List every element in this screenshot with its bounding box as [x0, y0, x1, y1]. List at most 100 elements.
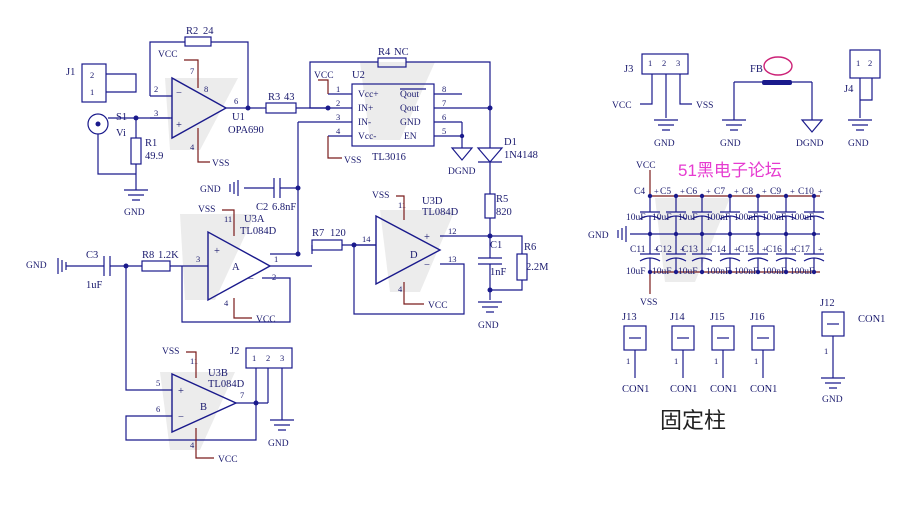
svg-text:3: 3	[676, 58, 680, 68]
svg-text:2: 2	[336, 98, 340, 108]
resistor-r8: R8 1.2K	[141, 250, 208, 272]
svg-text:5: 5	[156, 378, 160, 388]
svg-text:C10: C10	[798, 187, 814, 197]
svg-text:J15: J15	[710, 312, 725, 323]
svg-text:7: 7	[240, 390, 244, 400]
svg-text:+: +	[654, 186, 659, 196]
svg-text:+: +	[762, 186, 767, 196]
u3d-vcc: VCC	[428, 301, 448, 311]
svg-text:J4: J4	[844, 84, 854, 95]
svg-text:IN-: IN-	[358, 118, 371, 128]
svg-text:C16: C16	[766, 245, 782, 255]
svg-text:2: 2	[266, 353, 270, 363]
svg-text:6.8nF: 6.8nF	[272, 202, 296, 213]
svg-text:NC: NC	[394, 47, 409, 58]
svg-text:7: 7	[442, 98, 446, 108]
svg-text:1: 1	[648, 58, 652, 68]
ground-r1: GND	[124, 189, 148, 218]
u1-vcc: VCC	[158, 50, 178, 60]
svg-text:6: 6	[156, 404, 160, 414]
svg-text:C9: C9	[770, 187, 781, 197]
svg-text:11: 11	[190, 356, 198, 366]
resistor-r4: R4 NC	[309, 47, 491, 109]
svg-text:TL084D: TL084D	[208, 379, 245, 390]
svg-text:A: A	[232, 262, 240, 273]
svg-text:C15: C15	[738, 245, 754, 255]
svg-text:IN+: IN+	[358, 104, 373, 114]
svg-text:6: 6	[234, 96, 238, 106]
svg-text:7: 7	[190, 66, 194, 76]
j1-ref: J1	[66, 67, 75, 78]
svg-text:1: 1	[336, 84, 340, 94]
brand-text: 51黑电子论坛	[678, 161, 782, 180]
svg-text:+: +	[654, 244, 659, 254]
svg-text:1: 1	[626, 356, 630, 366]
svg-text:4: 4	[190, 440, 195, 450]
u3a-vss: VSS	[198, 205, 215, 215]
svg-text:3: 3	[280, 353, 284, 363]
svg-text:C7: C7	[714, 187, 725, 197]
svg-text:+: +	[424, 232, 430, 243]
svg-text:43: 43	[284, 92, 295, 103]
svg-text:1: 1	[856, 58, 860, 68]
svg-text:U2: U2	[352, 70, 365, 81]
svg-text:U3D: U3D	[422, 196, 443, 207]
svg-text:13: 13	[448, 254, 457, 264]
svg-text:R6: R6	[524, 242, 536, 253]
svg-text:6: 6	[442, 112, 446, 122]
svg-text:1: 1	[754, 356, 758, 366]
capacitor-c2: C2 6.8nF GND	[200, 122, 301, 257]
svg-text:D: D	[410, 250, 418, 261]
svg-text:Qout: Qout	[400, 104, 419, 114]
diode-d1: D1 1N4148	[476, 105, 538, 194]
svg-text:11: 11	[224, 214, 232, 224]
svg-text:J16: J16	[750, 312, 765, 323]
svg-text:8: 8	[442, 84, 446, 94]
svg-text:GND: GND	[200, 185, 221, 195]
resistor-r6: R6 2.2M	[487, 235, 549, 293]
svg-text:DGND: DGND	[448, 167, 476, 177]
svg-text:J13: J13	[622, 312, 637, 323]
opamp-u3b: + − B U3B TL084D 5 6 7 11 4	[125, 266, 268, 459]
svg-text:R8: R8	[142, 250, 154, 261]
svg-text:GND: GND	[654, 139, 675, 149]
svg-text:D1: D1	[504, 137, 517, 148]
svg-text:+: +	[762, 244, 767, 254]
svg-text:3: 3	[336, 112, 340, 122]
svg-text:120: 120	[330, 228, 346, 239]
svg-text:2: 2	[662, 58, 666, 68]
svg-text:−: −	[178, 412, 184, 423]
svg-text:+: +	[790, 244, 795, 254]
svg-text:+: +	[790, 186, 795, 196]
svg-text:C3: C3	[86, 250, 98, 261]
svg-text:C1: C1	[490, 240, 502, 251]
svg-text:GND: GND	[124, 208, 145, 218]
svg-text:FB: FB	[750, 64, 763, 75]
svg-text:TL3016: TL3016	[372, 152, 406, 163]
svg-text:+: +	[734, 186, 739, 196]
cap-bank-bottom-row: C1110uF+C1210uF+C1310uF+C14100nF+C15100n…	[626, 234, 825, 277]
svg-text:100uF: 100uF	[790, 267, 814, 277]
svg-text:C12: C12	[656, 245, 672, 255]
capacitor-c3: C3 1uF	[86, 250, 142, 291]
svg-text:4: 4	[190, 142, 195, 152]
svg-text:12: 12	[448, 226, 457, 236]
svg-text:1uF: 1uF	[86, 280, 103, 291]
svg-text:+: +	[818, 186, 823, 196]
svg-text:100uF: 100uF	[790, 213, 814, 223]
svg-text:C17: C17	[794, 245, 810, 255]
capacitor-c1: C1 1nF	[478, 236, 507, 300]
svg-text:OPA690: OPA690	[228, 125, 264, 136]
svg-text:C11: C11	[630, 245, 646, 255]
